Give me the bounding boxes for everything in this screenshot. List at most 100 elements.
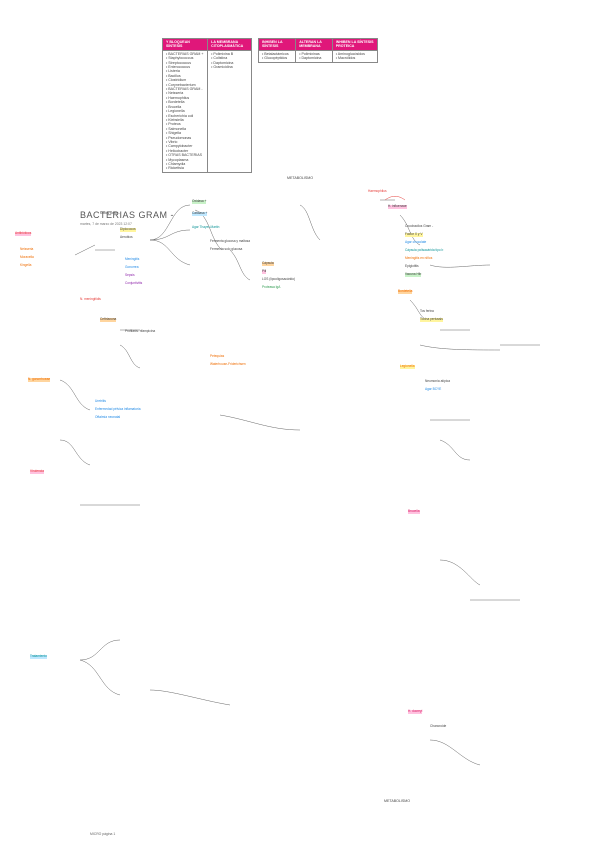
list-item: • Legionella [166, 109, 185, 114]
list-item: • Corynebacterium [166, 82, 196, 87]
mid-note-6: Cápsula [262, 261, 274, 266]
right-note-4: Cápsula polisacárida tipo b [405, 248, 444, 252]
list-item: • Brucella [166, 104, 182, 109]
table-right-header-1: INHIBEN LA SÍNTESIS [257, 38, 297, 51]
list-item: • Pseudomonas [166, 135, 192, 140]
center-path-3: Sepsis [125, 273, 135, 277]
list-item: • BACTERIAS GRAM + [166, 51, 204, 56]
mid-note-16: Oftalmía neonatal [95, 415, 121, 419]
mid-note-11: Profilaxis: rifampicina [125, 329, 156, 333]
section-3-heading: Virulencia [30, 469, 44, 474]
section-2-heading: N. gonorrhoeae [28, 377, 51, 382]
list-item: • Bordetella [166, 100, 185, 105]
list-item: • Vibrio [166, 139, 178, 144]
right-note-7: Vacuna Hib [405, 272, 422, 277]
top-right-label: METABOLISMO [287, 176, 314, 180]
center-morph-1: Cocos Gram - [100, 211, 120, 215]
list-item: • Rickettsia [166, 166, 184, 171]
mid-note-8: LOS (lipooligosacárido) [262, 277, 296, 281]
list-item: • Campylobacter [166, 144, 193, 149]
right-note-8: Tos ferina [420, 309, 434, 313]
list-item: • Chlamydia [166, 161, 186, 166]
right-head-1: Haemophilus [368, 189, 387, 193]
list-item: • Enterococcus [166, 65, 191, 70]
left-intro: Antibióticos [15, 231, 32, 236]
right-note-9: Toxina pertussis [420, 317, 443, 322]
list-item: • Neisseria [166, 91, 184, 96]
list-item: • Helicobacter [166, 148, 189, 153]
list-item: • Salmonella [166, 126, 187, 131]
bottom-right-label: METABOLISMO [384, 799, 411, 803]
list-item: • OTRAS BACTERIAS [166, 153, 203, 158]
mid-note-14: Uretritis [95, 399, 106, 403]
list-item: • Mycoplasma [166, 157, 189, 162]
table-left-header-2: LA MEMBRANA CITOPLASMÁTICA [207, 38, 252, 51]
list-item: • Macrólidos [335, 56, 356, 61]
mid-note-7: Pili [262, 269, 267, 274]
right-head-3: Bordetella [398, 289, 413, 294]
right-note-3: Agar chocolate [405, 240, 427, 244]
list-item: • Gramicidina [211, 65, 233, 70]
section-4-heading: Tratamiento [30, 654, 47, 659]
table-right-col-3: • Aminoglucósidos • Macrólidos [331, 49, 379, 63]
list-item: • Proteus [166, 122, 181, 127]
table-left-col-1: • BACTERIAS GRAM + • Staphylococcus • St… [161, 49, 209, 173]
right-head-2: H. influenzae [388, 204, 407, 209]
mid-note-9: Proteasa IgA [262, 285, 281, 289]
list-item: • Staphylococcus [166, 56, 194, 61]
mid-note-15: Enfermedad pélvica inflamatoria [95, 407, 141, 411]
list-item: • Haemophilus [166, 95, 190, 100]
center-morph-2: Diplococos [120, 227, 136, 232]
table-right-header-3: INHIBEN LA SÍNTESIS PROTEICA [331, 38, 379, 51]
mid-note-13: Waterhouse-Friderichsen [210, 362, 246, 366]
table-left-header-1: Y BLOQUEAN SÍNTESIS [161, 38, 209, 51]
list-item: • Betalactámicos [262, 51, 289, 56]
center-path-4: Conjuntivitis [125, 281, 143, 285]
mid-note-5: Fermenta solo glucosa [210, 247, 243, 251]
table-left-col-2: • Polimixina B • Colistina • Daptomicina… [207, 49, 252, 173]
list-item: • Daptomicina [299, 56, 322, 61]
table-right-col-1: • Betalactámicos • Glucopéptidos [257, 49, 297, 63]
right-head-6: H. ducreyi [408, 709, 423, 714]
antibiotic-table-left: Y BLOQUEAN SÍNTESIS LA MEMBRANA CITOPLAS… [161, 38, 252, 173]
table-right-col-2: • Polimixinas • Daptomicina [295, 49, 333, 63]
list-item: • Polimixinas [299, 51, 320, 56]
center-morph-3: Aerobios [120, 235, 133, 239]
mid-note-4: Fermenta glucosa y maltosa [210, 239, 251, 243]
list-item: • Colistina [211, 56, 228, 61]
list-item: • BACTERIAS GRAM - [166, 87, 203, 92]
list-item: • Polimixina B [211, 51, 234, 56]
right-head-4: Legionella [400, 364, 415, 369]
list-item: • Klebsiella [166, 117, 184, 122]
center-path-2: Gonorrea [125, 265, 139, 269]
list-item: • Shigella [166, 131, 182, 136]
list-item: • Daptomicina [211, 60, 234, 65]
right-note-11: Agar BCYE [425, 387, 442, 391]
list-item: • Clostridium [166, 78, 187, 83]
antibiotic-table-right: INHIBEN LA SÍNTESIS ALTERAN LA MEMBRANA … [257, 38, 379, 63]
list-item: • Escherichia coli [166, 113, 194, 118]
right-head-5: Brucella [408, 509, 420, 514]
center-path-1: Meningitis [125, 257, 140, 261]
right-note-12: Chancroide [430, 724, 447, 728]
left-genus-2: Moraxella [20, 255, 34, 259]
list-item: • Listeria [166, 69, 180, 74]
mid-note-2: Catalasa + [192, 211, 208, 216]
right-note-10: Neumonía atípica [425, 379, 450, 383]
mid-note-10: Ceftriaxona [100, 317, 117, 322]
page-footer: MICRO página 1 [90, 832, 116, 836]
mid-note-3: Agar Thayer-Martin [192, 225, 220, 229]
list-item: • Bacillus [166, 73, 181, 78]
list-item: • Glucopéptidos [262, 56, 288, 61]
right-note-1: Cocobacilos Gram - [405, 224, 434, 228]
page-title: BACTERIAS GRAM - [80, 210, 175, 220]
list-item: • Streptococcus [166, 60, 192, 65]
left-genus-1: Neisseria [20, 247, 34, 251]
left-genus-3: Kingella [20, 263, 32, 267]
section-1-heading: N. meningitidis [80, 297, 101, 301]
mid-note-1: Oxidasa + [192, 199, 207, 204]
right-note-5: Meningitis en niños [405, 256, 433, 260]
page-date: martes, 7 de marzo de 2023 12:07 [80, 222, 132, 226]
right-note-2: Factor X y V [405, 232, 423, 237]
